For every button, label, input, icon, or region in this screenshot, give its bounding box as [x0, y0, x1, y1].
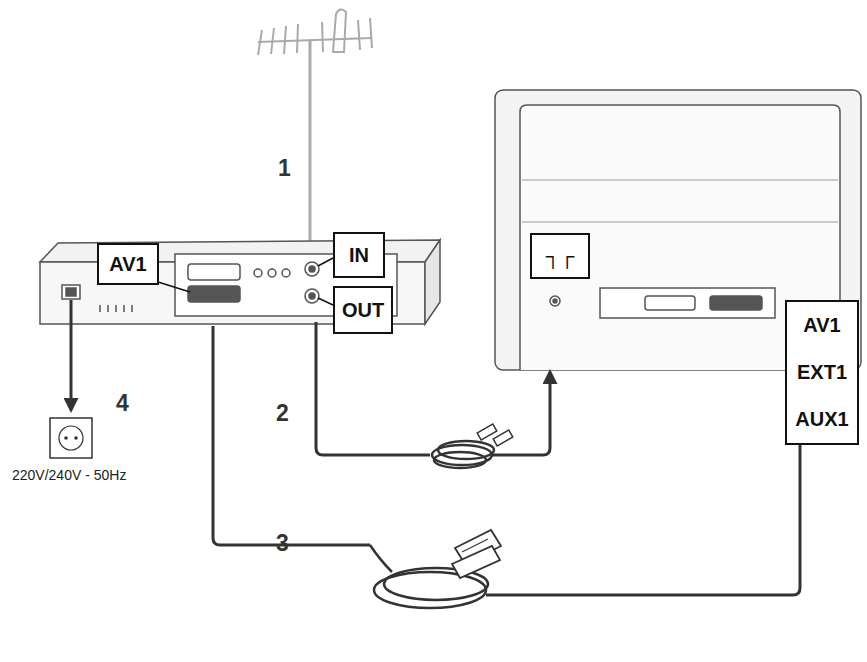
callout-text: AUX1: [795, 408, 848, 431]
voltage-label: 220V/240V - 50Hz: [12, 467, 126, 483]
callout-box: IN: [333, 232, 385, 278]
callout-text: IN: [349, 244, 369, 267]
callout-text: OUT: [342, 299, 384, 322]
callout-number: 4: [116, 390, 129, 417]
antenna: [258, 9, 372, 262]
callout-text: AV1: [803, 314, 840, 337]
scart-cable: [213, 326, 800, 608]
television: [495, 90, 861, 370]
callout-text: ┐┌: [546, 245, 574, 268]
callout-number: 1: [278, 155, 291, 182]
power-socket: [50, 300, 92, 458]
callout-number: 2: [276, 400, 289, 427]
aerial-cable: [316, 322, 550, 468]
callout-text: EXT1: [797, 361, 847, 384]
callout-number: 3: [276, 530, 289, 557]
callout-box: OUT: [333, 286, 393, 334]
callout-box: AV1: [97, 243, 159, 285]
callout-text: AV1: [109, 253, 146, 276]
callout-box: ┐┌: [530, 233, 590, 279]
callout-box: AV1EXT1AUX1: [785, 300, 859, 445]
